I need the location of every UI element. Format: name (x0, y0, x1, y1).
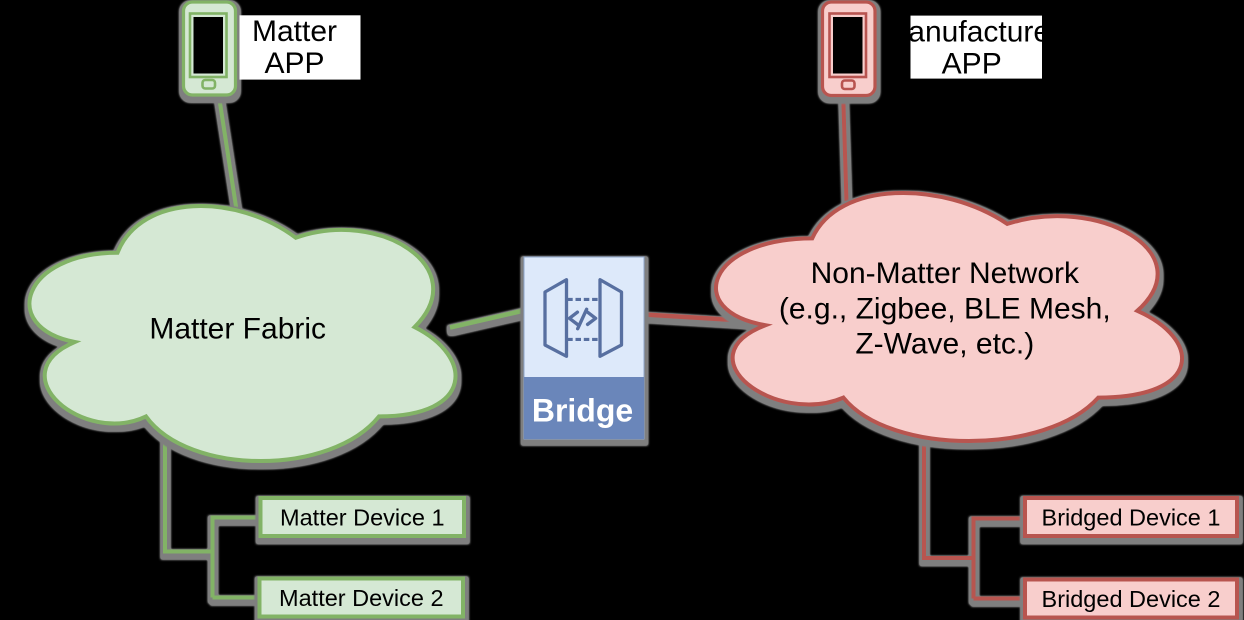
svg-text:Z-Wave, etc.): Z-Wave, etc.) (855, 327, 1034, 360)
svg-text:Matter: Matter (252, 15, 337, 48)
svg-text:Matter Device 2: Matter Device 2 (279, 585, 444, 611)
svg-text:Non-Matter Network: Non-Matter Network (811, 257, 1080, 290)
svg-text:Bridged Device 1: Bridged Device 1 (1042, 504, 1221, 530)
svg-text:Matter Device 1: Matter Device 1 (280, 504, 445, 530)
svg-text:Manufacturer: Manufacturer (883, 16, 1060, 49)
svg-text:APP: APP (942, 48, 1002, 81)
svg-text:Bridged Device 2: Bridged Device 2 (1042, 586, 1221, 612)
svg-text:Bridge: Bridge (532, 393, 633, 429)
svg-text:(e.g., Zigbee, BLE Mesh,: (e.g., Zigbee, BLE Mesh, (779, 292, 1111, 325)
svg-text:APP: APP (264, 47, 324, 80)
svg-text:Matter Fabric: Matter Fabric (149, 313, 326, 346)
